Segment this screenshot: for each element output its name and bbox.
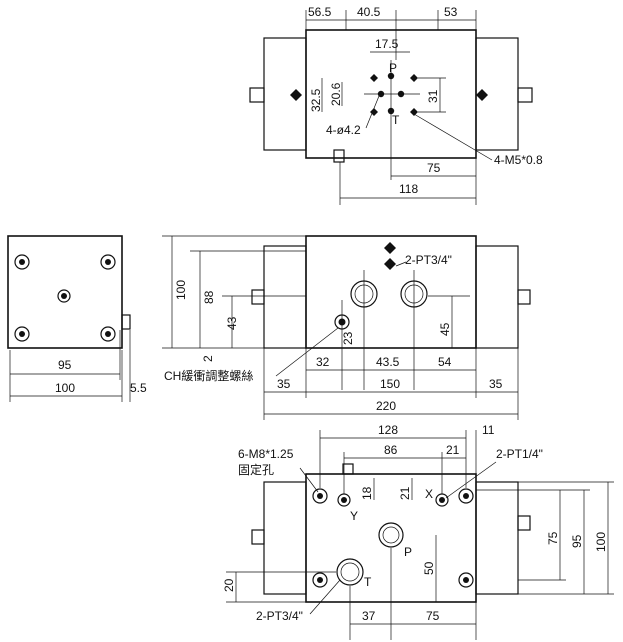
front-right-pin [517,289,531,305]
top-right-pin [517,87,533,103]
bottom-right-pin [517,515,531,531]
dim-21-top: 21 [446,443,460,457]
dim-17-5: 17.5 [375,37,399,51]
bottom-view: 128 11 86 21 6-M8*1.25 固定孔 2-PT1/4" 18 2… [222,423,614,640]
dim-32: 32 [316,355,330,369]
dim-18: 18 [360,486,374,500]
side-pin [121,314,131,330]
label-y: Y [350,509,358,523]
dim-40-5: 40.5 [357,5,381,19]
dim-23: 23 [341,331,355,345]
port-diamond-icon [384,258,396,270]
dim-54: 54 [438,355,452,369]
dim-35-right: 35 [489,377,503,391]
label-t: T [392,113,400,127]
port-pattern [364,60,420,180]
dim-43: 43 [225,316,239,330]
dim-56-5: 56.5 [308,5,332,19]
dim-20-6: 20.6 [329,82,343,106]
dim-35-left: 35 [277,377,291,391]
bolt-diamond-icon [290,89,302,101]
dim-45: 45 [438,322,452,336]
dim-2: 2 [201,355,215,362]
dim-32-5: 32.5 [309,88,323,112]
bottom-top-pin [342,463,354,475]
dim-31: 31 [426,89,440,103]
dim-128: 128 [378,423,398,437]
dim-118: 118 [399,182,418,196]
bottom-left-cap [263,481,307,595]
port-p-icon [378,522,404,548]
label-x: X [425,487,433,501]
dim-75-bottom: 75 [426,609,440,623]
dim-86: 86 [384,443,398,457]
dim-11: 11 [482,423,495,437]
front-left-cap [263,245,307,349]
front-view: 100 88 43 23 2 45 2-PT3/4" 32 43.5 54 35… [162,235,531,420]
dim-21-mid: 21 [398,486,412,500]
dim-75-right: 75 [546,531,560,545]
label-holes: 4-ø4.2 [326,123,361,137]
dim-100-right: 100 [594,532,608,552]
top-view: 56.5 40.5 53 17.5 P 32.5 20.6 31 4-ø4.2 … [249,5,543,205]
dim-100-side: 100 [55,381,75,395]
label-m8: 6-M8*1.25 [238,447,294,461]
dim-20: 20 [222,578,236,592]
port-diamond-icon [384,242,396,254]
label-pt34-front: 2-PT3/4" [405,253,452,267]
bolt-diamond-icon [476,89,488,101]
dim-43-5: 43.5 [376,355,400,369]
side-body [7,235,123,349]
dim-88: 88 [202,290,216,304]
bolt-circle-icon [14,254,116,342]
front-left-pin [251,289,265,305]
label-fix-holes: 固定孔 [238,462,274,477]
front-right-cap [475,245,519,349]
dim-53: 53 [444,5,458,19]
label-pt34-bottom: 2-PT3/4" [256,609,303,623]
dim-220: 220 [376,399,396,413]
dim-37: 37 [362,609,376,623]
top-left-pin [249,87,265,103]
label-ch-screw: CH緩衝調整螺絲 [164,368,253,383]
label-m5: 4-M5*0.8 [494,153,543,167]
label-p-bottom: P [404,545,412,559]
bottom-right-cap [475,481,519,595]
top-bottom-pin [333,149,345,163]
dim-50: 50 [422,561,436,575]
label-pt14: 2-PT1/4" [496,447,543,461]
dim-100-front: 100 [174,280,188,300]
side-view: 95 100 5.5 [7,235,147,402]
dim-5-5: 5.5 [130,381,147,395]
dim-150: 150 [380,377,400,391]
dim-75-top: 75 [427,161,441,175]
front-body [305,235,477,349]
label-t-bottom: T [364,575,372,589]
bottom-left-pin [251,529,265,545]
dim-95-right: 95 [570,534,584,548]
label-p: P [389,61,397,75]
dim-95-side: 95 [58,358,72,372]
